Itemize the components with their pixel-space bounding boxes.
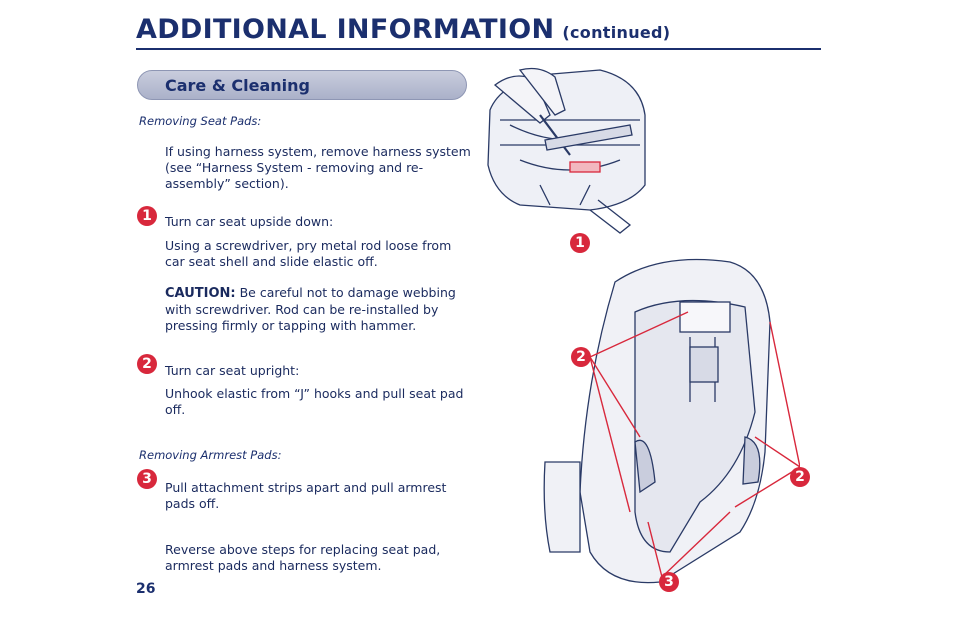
intro-paragraph: If using harness system, remove harness …: [165, 144, 471, 191]
page-title-suffix: (continued): [562, 23, 671, 42]
page-title: ADDITIONAL INFORMATION (continued): [136, 14, 670, 45]
step-1-line-2: Using a screwdriver, pry metal rod loose…: [165, 238, 452, 269]
step-3-badge: 3: [137, 469, 157, 489]
step-2-badge: 2: [137, 354, 157, 374]
subheading-removing-armrest-pads: Removing Armrest Pads:: [139, 448, 282, 462]
illustration-callout-1: 1: [570, 233, 590, 253]
illustration-callout-3: 3: [659, 572, 679, 592]
step-2-line-1: Turn car seat upright:: [165, 363, 300, 378]
step-1-line-1: Turn car seat upside down:: [165, 214, 334, 229]
title-divider: [136, 48, 821, 50]
subheading-removing-seat-pads: Removing Seat Pads:: [139, 114, 262, 128]
illustration-callout-2-right: 2: [790, 467, 810, 487]
step-1-badge: 1: [137, 206, 157, 226]
closing-paragraph: Reverse above steps for replacing seat p…: [165, 542, 441, 573]
step-2-line-2: Unhook elastic from “J” hooks and pull s…: [165, 386, 464, 417]
section-header: Care & Cleaning: [137, 70, 467, 100]
caution-label: CAUTION:: [165, 286, 236, 301]
illustration-callout-2-left: 2: [571, 347, 591, 367]
section-title: Care & Cleaning: [165, 76, 310, 95]
page-title-text: ADDITIONAL INFORMATION: [136, 14, 555, 45]
upright-seat-illustration: [543, 258, 800, 584]
step-3-line-1: Pull attachment strips apart and pull ar…: [165, 480, 447, 511]
caution-text: Be careful not to damage webbing with sc…: [165, 285, 456, 333]
caution-paragraph: CAUTION:Be careful not to damage webbing…: [165, 285, 473, 334]
page-number: 26: [136, 581, 156, 597]
upside-down-seat-illustration: [487, 67, 646, 234]
